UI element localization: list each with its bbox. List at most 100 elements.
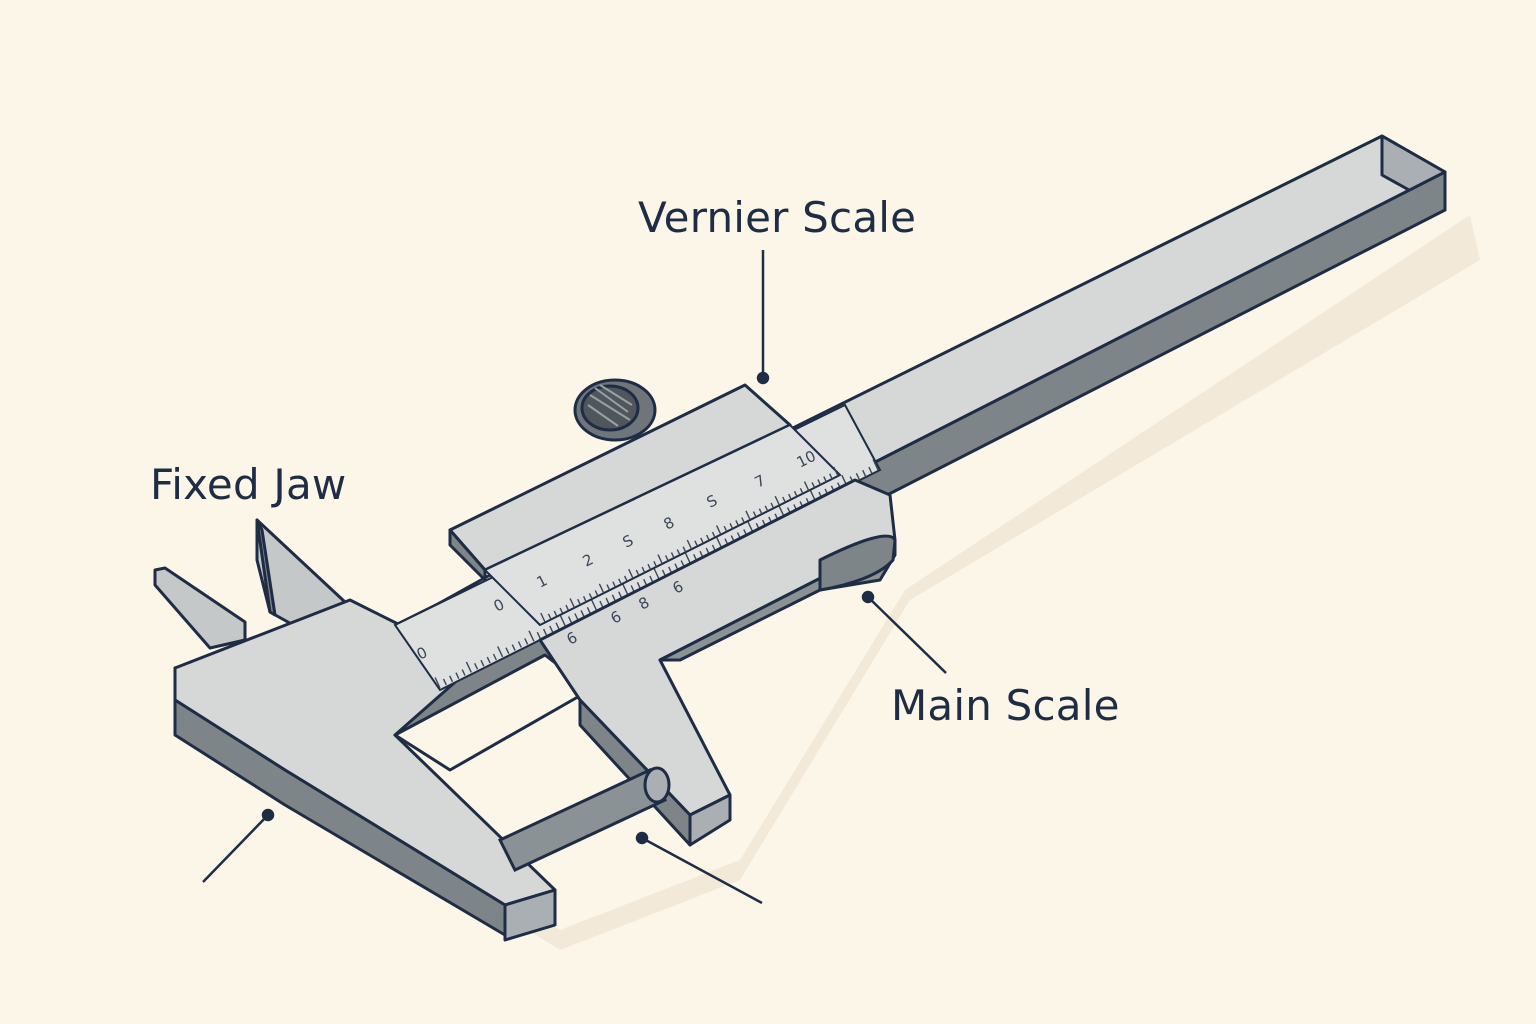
scale-tick	[793, 490, 798, 497]
scale-tick	[622, 583, 629, 595]
scale-tick	[465, 661, 472, 673]
scale-tick	[636, 582, 641, 589]
depth-rod-leader-line	[641, 836, 763, 905]
scale-tick	[716, 537, 723, 549]
scale-tick	[547, 613, 552, 620]
sliding-jaw-tip	[688, 793, 732, 847]
scale-tick	[594, 590, 599, 596]
vernier-plate-front	[448, 528, 487, 582]
scale-tick	[565, 604, 570, 611]
scale-tick	[480, 659, 485, 667]
scale-tick	[505, 647, 510, 654]
scale-tick	[449, 675, 454, 683]
scale-tick	[555, 622, 560, 630]
main-scale-label: Main Scale	[891, 681, 1120, 730]
scale-tick	[803, 481, 810, 491]
scale-tick	[606, 584, 611, 591]
leader-lines	[202, 250, 947, 905]
scale-tick	[799, 488, 804, 494]
scale-tick	[868, 466, 873, 474]
depth-rod-body	[497, 768, 668, 872]
scale-tick	[577, 598, 581, 605]
thumb-wheel-knurl-lines	[587, 384, 633, 427]
scale-tick	[559, 607, 564, 614]
scale-tick	[705, 534, 710, 541]
fixed-jaw-label: Fixed Jaw	[150, 460, 347, 509]
vernier-scale-label: Vernier Scale	[638, 193, 917, 242]
scale-tick	[823, 476, 827, 483]
scale-tick	[764, 505, 769, 512]
scale-tick	[817, 479, 822, 486]
scale-tick	[549, 625, 554, 633]
fixed-jaw-leader-line	[202, 814, 269, 883]
scale-tick	[643, 578, 648, 586]
scale-tick	[684, 552, 691, 564]
scale-tick	[657, 554, 663, 564]
scale-tick	[649, 575, 654, 583]
scale-tick	[862, 469, 867, 477]
scale-tick	[833, 466, 839, 477]
scale-tick	[711, 531, 716, 538]
scale-tick	[586, 607, 591, 614]
scale-tick	[661, 569, 666, 577]
scale-tick	[782, 496, 786, 503]
main-scale-ticks	[434, 459, 879, 689]
scale-tick	[747, 521, 754, 533]
scale-tick	[574, 613, 579, 620]
scale-tick	[434, 677, 441, 689]
scale-tick	[536, 631, 541, 639]
vernier-scale-band	[484, 424, 841, 626]
scale-tick	[474, 663, 479, 670]
depth-rod	[497, 766, 671, 872]
scale-tick	[758, 508, 763, 515]
fixed-jaw-tip	[503, 888, 557, 942]
scale-tick	[653, 568, 660, 580]
scale-tick	[635, 569, 640, 576]
scale-tick	[542, 628, 548, 636]
scale-tick	[788, 493, 792, 500]
scale-tick	[580, 610, 585, 617]
vernier-plate	[448, 383, 841, 626]
scale-tick	[611, 594, 616, 602]
scale-tick	[715, 525, 722, 535]
main-scale-leader-dot	[861, 590, 875, 604]
depth-rod-leader-dot	[635, 831, 649, 845]
scale-tick	[618, 591, 623, 598]
scale-tick	[664, 555, 669, 561]
scale-tick	[647, 563, 652, 570]
scale-tick	[559, 614, 566, 626]
scale-tick	[641, 566, 646, 573]
scale-tick	[855, 473, 860, 480]
scale-tick	[442, 678, 447, 686]
scale-tick	[486, 656, 491, 664]
scale-tick	[492, 653, 497, 661]
depth-rod-end	[643, 766, 671, 804]
scale-tick	[676, 549, 681, 556]
vernier-leader-dot	[756, 371, 770, 385]
scale-tick	[686, 539, 693, 550]
scale-tick	[623, 575, 628, 582]
scale-tick	[461, 669, 466, 676]
scale-tick	[752, 511, 757, 518]
scale-tick	[582, 596, 587, 602]
scale-tick	[729, 523, 734, 529]
scale-tick	[455, 672, 460, 679]
scale-tick	[605, 597, 610, 605]
scale-tick	[811, 482, 816, 488]
vernier-scale-ticks	[540, 466, 839, 623]
scale-tick	[618, 578, 622, 585]
scale-tick	[653, 561, 657, 567]
scale-tick	[741, 517, 745, 523]
scale-tick	[700, 537, 704, 544]
scale-tick	[598, 583, 605, 594]
thumb-wheel	[573, 378, 657, 442]
scale-tick	[540, 612, 546, 623]
scale-tick	[517, 641, 522, 648]
scale-tick	[524, 638, 529, 645]
sliding-jaw	[538, 478, 897, 847]
scale-tick	[511, 644, 516, 651]
scale-tick	[553, 610, 558, 617]
scale-tick	[497, 646, 504, 658]
